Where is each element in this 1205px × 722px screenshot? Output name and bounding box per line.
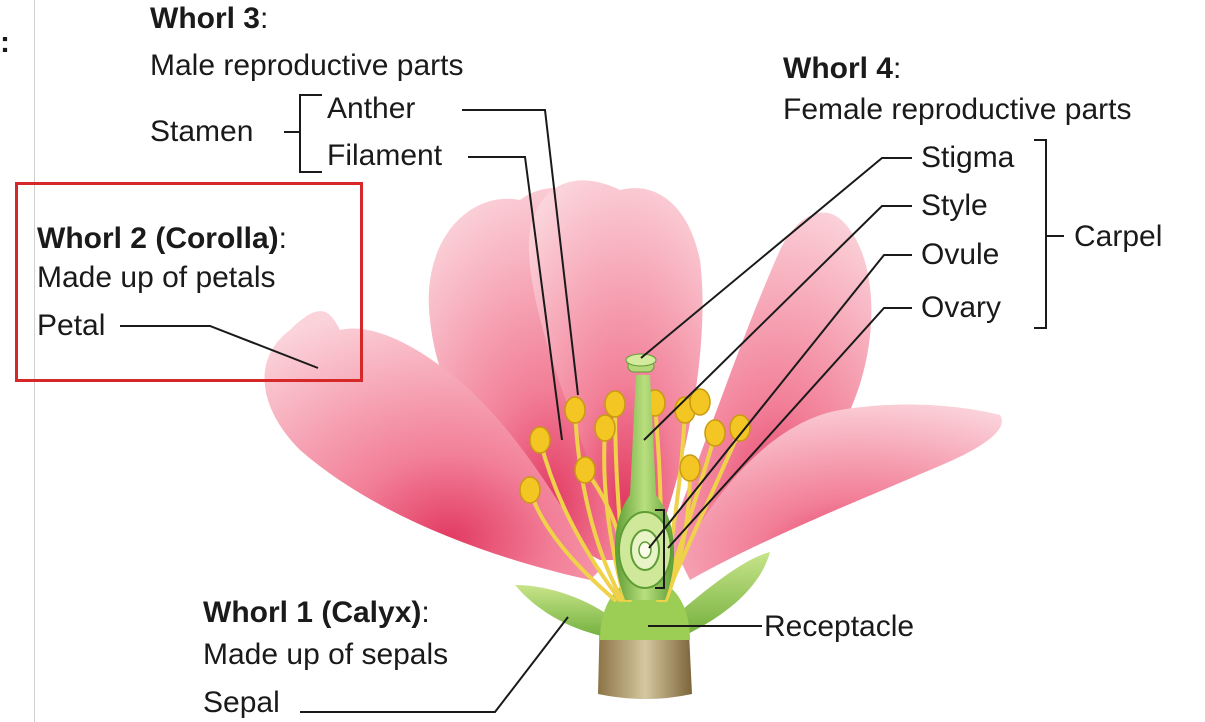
ovule-label: Ovule (921, 238, 999, 272)
whorl1-heading: Whorl 1 (Calyx): (203, 596, 430, 630)
anther-label: Anther (327, 92, 415, 126)
stigma-label: Stigma (921, 141, 1014, 175)
stamen-bracket (284, 95, 322, 172)
whorl4-heading: Whorl 4: (783, 52, 901, 86)
style-label: Style (921, 189, 988, 223)
filament-label: Filament (327, 139, 442, 173)
whorl3-subtitle: Male reproductive parts (150, 49, 463, 83)
edge-glyph: : (0, 26, 10, 60)
carpel-label: Carpel (1074, 220, 1162, 254)
receptacle-label: Receptacle (764, 610, 914, 644)
whorl1-subtitle: Made up of sepals (203, 638, 448, 672)
whorl2-subtitle: Made up of petals (37, 261, 276, 295)
carpel-bracket (1034, 140, 1064, 328)
stamen-label: Stamen (150, 115, 253, 149)
ovary-label: Ovary (921, 291, 1001, 325)
whorl4-subtitle: Female reproductive parts (783, 93, 1132, 127)
whorl3-heading: Whorl 3: (150, 2, 268, 36)
sepal-label: Sepal (203, 686, 280, 720)
petal-label: Petal (37, 309, 105, 343)
whorl2-heading: Whorl 2 (Corolla): (37, 222, 287, 256)
